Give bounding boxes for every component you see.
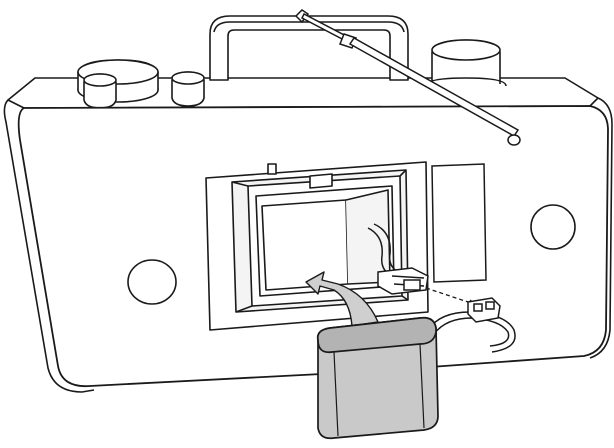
telescopic-antenna-icon [294,9,521,146]
radio-body-edge [3,99,95,393]
wire-connector-icon [467,297,501,323]
battery-pack-icon [316,316,439,440]
carry-handle-icon [209,15,409,81]
display-window [431,163,487,283]
connector-alignment-guide [425,287,475,305]
insertion-arrow-icon [305,271,379,327]
radio-body-right-edge [589,97,613,359]
battery-compartment [205,161,429,331]
speaker-grille-icon [530,204,576,250]
control-knob-icon [77,39,507,109]
wire-connector-icon [377,267,429,295]
speaker-grille-icon [127,259,177,305]
